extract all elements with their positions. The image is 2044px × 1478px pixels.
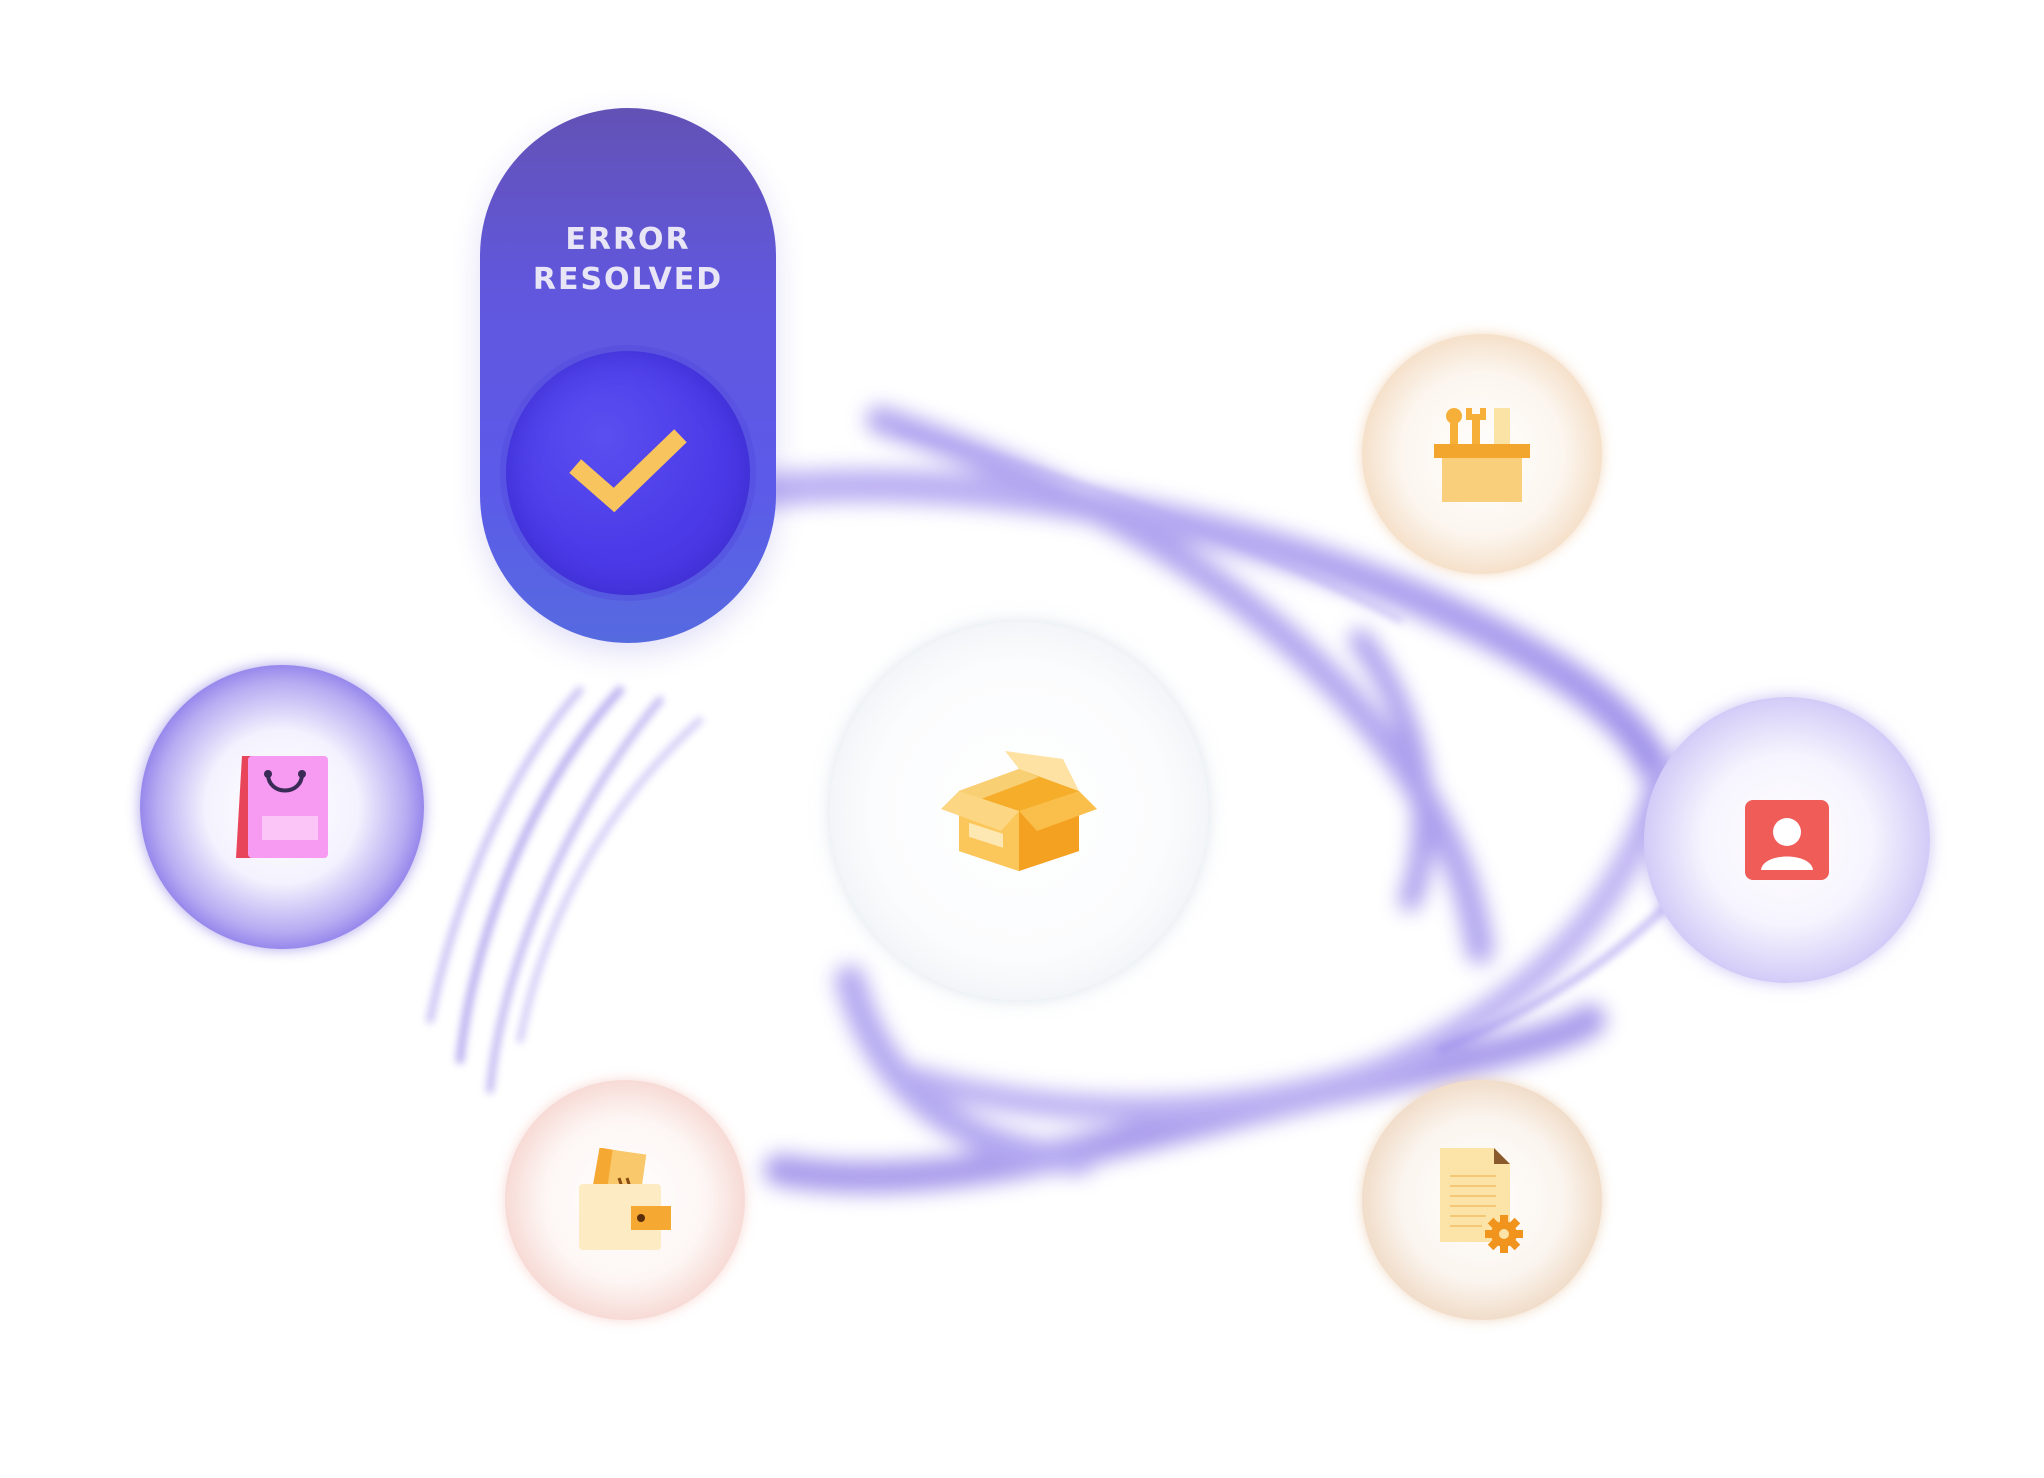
document-settings-node[interactable] [1362, 1080, 1602, 1320]
wallet-icon [579, 1148, 671, 1250]
wallet-node[interactable] [505, 1080, 745, 1320]
swirl-left-strand-2 [486, 696, 664, 1094]
shopping-bag-node[interactable] [140, 665, 424, 949]
document-gear-icon [1440, 1148, 1523, 1253]
center-box-node[interactable] [830, 622, 1208, 1000]
swirl-upper [753, 468, 1677, 797]
swirl-left-arc [835, 965, 1095, 1175]
open-box-icon [941, 751, 1097, 871]
check-badge [506, 351, 750, 595]
swirl-inner-right [1349, 629, 1435, 911]
error-resolved-pill: ERROR RESOLVED [480, 108, 776, 643]
contact-node[interactable] [1644, 697, 1930, 983]
swirl-diagonal [866, 406, 1494, 964]
swirl-top-strand [897, 427, 1403, 623]
swirl-return [907, 767, 1673, 1122]
swirl-left-strand-4 [517, 717, 703, 1043]
shopping-bag-icon [236, 756, 328, 858]
toolbox-node[interactable] [1362, 334, 1602, 574]
checkmark-icon [569, 429, 687, 513]
toolbox-icon [1434, 408, 1530, 502]
swirl-left-strand-3 [426, 686, 584, 1024]
contact-card-icon [1745, 800, 1829, 880]
swirl-left-strand-1 [456, 686, 624, 1064]
status-label: ERROR RESOLVED [532, 222, 724, 297]
